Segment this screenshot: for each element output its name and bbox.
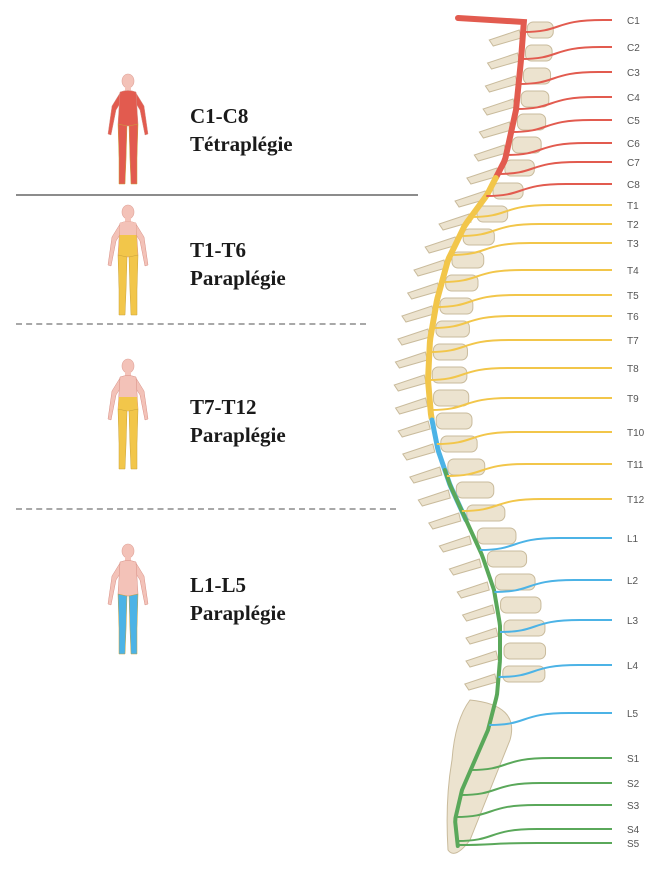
spinous-process [418,490,450,506]
spinous-process [429,513,461,529]
nerve-label-c6: C6 [627,139,640,150]
nerve-label-l2: L2 [627,576,639,587]
spinous-process [466,651,498,667]
vertebra [434,390,469,406]
vertebra [436,413,472,429]
vertebra [495,574,535,590]
vertebra [487,551,526,567]
nerve-label-c3: C3 [627,68,640,79]
nerve-label-t12: T12 [627,495,645,506]
spinous-process [395,352,427,368]
spinous-process [439,536,471,552]
nerve-label-l4: L4 [627,661,639,672]
vertebra [504,620,545,636]
spinous-process [483,99,515,115]
spinous-process [489,30,521,46]
nerve-label-c4: C4 [627,93,640,104]
vertebra [477,528,516,544]
nerve-label-t7: T7 [627,336,639,347]
nerve-label-s4: S4 [627,825,640,836]
spinous-process [488,53,520,69]
vertebra [448,459,485,475]
nerve-label-t9: T9 [627,394,639,405]
nerve-label-t1: T1 [627,201,639,212]
spinous-process [474,145,506,161]
nerve-label-t5: T5 [627,291,639,302]
nerve-label-c7: C7 [627,158,640,169]
spinous-process [465,674,497,690]
nerve-label-t3: T3 [627,239,639,250]
vertebra [477,206,508,222]
nerve-label-t8: T8 [627,364,639,375]
nerve-label-t10: T10 [627,428,645,439]
spinous-process [396,398,428,414]
nerve-label-l3: L3 [627,616,639,627]
spinous-process [479,122,511,138]
vertebra [456,482,494,498]
spinous-process [394,375,426,391]
spinous-process [403,444,435,460]
nerve-root-s4 [457,829,612,841]
nerve-label-t2: T2 [627,220,639,231]
nerve-label-l5: L5 [627,709,639,720]
spinous-process [410,467,442,483]
spinous-process [466,628,498,644]
nerve-label-l1: L1 [627,534,639,545]
spinous-process [485,76,517,92]
nerve-label-t11: T11 [627,460,644,471]
vertebra [501,597,541,613]
nerve-label-s2: S2 [627,779,640,790]
nerve-label-c2: C2 [627,43,640,54]
nerve-root-s5 [458,843,612,845]
nerve-label-t6: T6 [627,312,639,323]
spinous-process [402,306,434,322]
vertebra [504,643,546,659]
nerve-label-s1: S1 [627,754,640,765]
nerve-label-s3: S3 [627,801,640,812]
nerve-label-t4: T4 [627,266,639,277]
vertebra [467,505,505,521]
nerve-label-s5: S5 [627,839,640,850]
spinous-process [449,559,481,575]
nerve-label-c1: C1 [627,16,640,27]
nerve-label-c5: C5 [627,116,640,127]
spinous-process [398,421,430,437]
nerve-label-c8: C8 [627,180,640,191]
spinous-process [463,605,495,621]
spinous-process [457,582,489,598]
spinous-process [398,329,430,345]
